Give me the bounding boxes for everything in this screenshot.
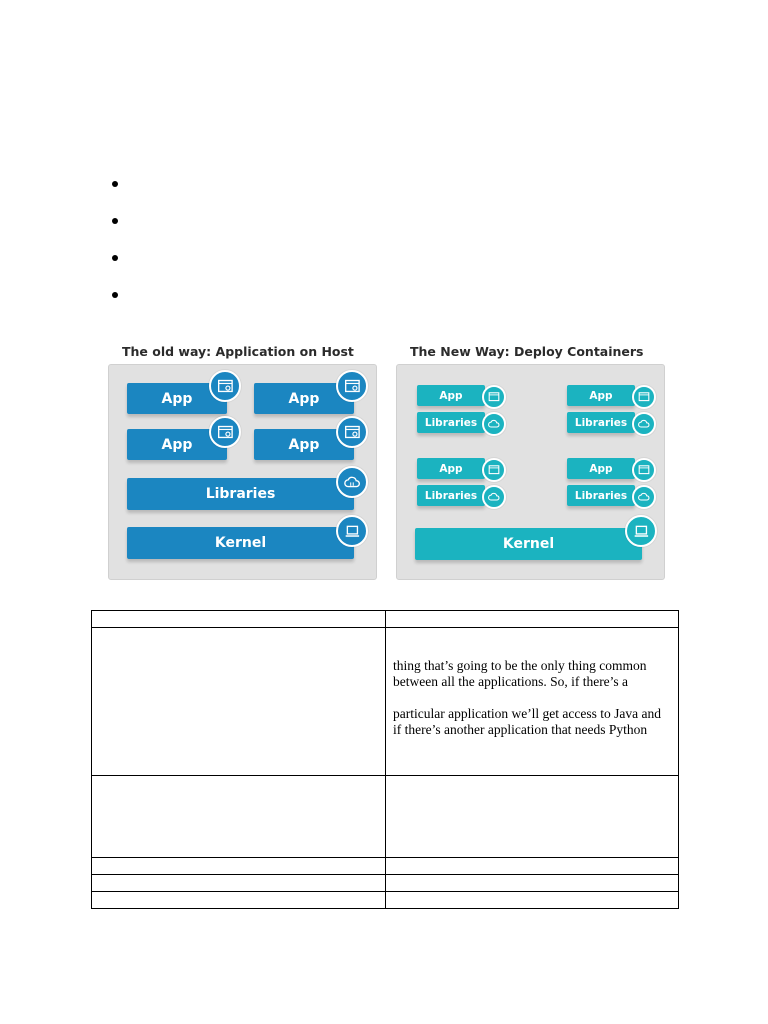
bullet-dot bbox=[112, 218, 118, 224]
cell-line: particular application we’ll get access … bbox=[393, 706, 662, 721]
table-row bbox=[91, 857, 679, 875]
table-cell bbox=[385, 857, 679, 875]
old-way-title: The old way: Application on Host bbox=[122, 344, 354, 359]
table-cell: thing that’s going to be the only thing … bbox=[385, 627, 679, 776]
new-kernel-box: Kernel bbox=[415, 528, 642, 560]
new-libraries-box: Libraries bbox=[417, 485, 485, 506]
table-cell bbox=[385, 775, 679, 858]
new-way-title: The New Way: Deploy Containers bbox=[410, 344, 644, 359]
window-gear-icon bbox=[482, 458, 506, 482]
table-cell bbox=[91, 775, 386, 858]
table-row bbox=[91, 891, 679, 909]
old-libraries-box: Libraries bbox=[127, 478, 354, 510]
table-cell bbox=[91, 874, 386, 892]
window-gear-icon bbox=[482, 385, 506, 409]
cloud-icon bbox=[632, 485, 656, 509]
table-row: thing that’s going to be the only thing … bbox=[91, 627, 679, 776]
comparison-table: thing that’s going to be the only thing … bbox=[91, 610, 679, 909]
window-gear-icon bbox=[632, 458, 656, 482]
table-cell bbox=[385, 891, 679, 909]
old-app-box: App bbox=[127, 383, 227, 414]
laptop-icon bbox=[336, 515, 368, 547]
new-way-panel: App Libraries App Libraries App Librarie… bbox=[396, 364, 665, 580]
new-libraries-box: Libraries bbox=[417, 412, 485, 433]
cloud-icon bbox=[336, 466, 368, 498]
table-cell bbox=[385, 610, 679, 628]
table-cell bbox=[385, 874, 679, 892]
new-app-box: App bbox=[567, 385, 635, 406]
old-kernel-box: Kernel bbox=[127, 527, 354, 559]
table-cell bbox=[91, 857, 386, 875]
new-libraries-box: Libraries bbox=[567, 412, 635, 433]
table-cell bbox=[91, 891, 386, 909]
bullet-dot bbox=[112, 181, 118, 187]
new-app-box: App bbox=[417, 385, 485, 406]
laptop-icon bbox=[625, 515, 657, 547]
new-app-box: App bbox=[567, 458, 635, 479]
window-gear-icon bbox=[209, 416, 241, 448]
cloud-icon bbox=[632, 412, 656, 436]
window-gear-icon bbox=[336, 416, 368, 448]
old-way-panel: App App App App Libraries Kernel bbox=[108, 364, 377, 580]
cloud-icon bbox=[482, 485, 506, 509]
table-row bbox=[91, 775, 679, 858]
bullet-dot bbox=[112, 255, 118, 261]
table-cell bbox=[91, 627, 386, 776]
containers-comparison-figure: The old way: Application on Host App App… bbox=[106, 340, 666, 580]
new-libraries-box: Libraries bbox=[567, 485, 635, 506]
cloud-icon bbox=[482, 412, 506, 436]
bullet-dot bbox=[112, 292, 118, 298]
cell-line: if there’s another application that need… bbox=[393, 722, 648, 737]
table-row bbox=[91, 874, 679, 892]
window-gear-icon bbox=[209, 370, 241, 402]
table-row bbox=[91, 610, 679, 628]
cell-line: between all the applications. So, if the… bbox=[393, 674, 629, 689]
new-app-box: App bbox=[417, 458, 485, 479]
window-gear-icon bbox=[632, 385, 656, 409]
cell-line: thing that’s going to be the only thing … bbox=[393, 658, 647, 673]
table-cell bbox=[91, 610, 386, 628]
window-gear-icon bbox=[336, 370, 368, 402]
